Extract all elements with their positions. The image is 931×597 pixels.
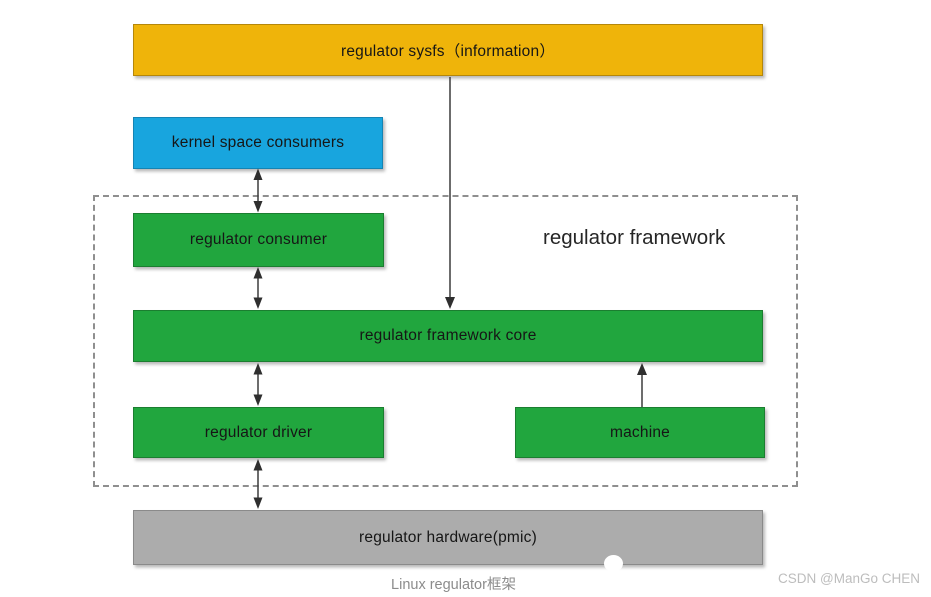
node-machine: machine bbox=[515, 407, 765, 458]
csdn-watermark: CSDN @ManGo CHEN bbox=[778, 571, 920, 586]
node-regulator-framework-core: regulator framework core bbox=[133, 310, 763, 362]
node-regulator-consumer: regulator consumer bbox=[133, 213, 384, 267]
node-regulator-sysfs: regulator sysfs（information） bbox=[133, 24, 763, 76]
node-regulator-hardware-pmic: regulator hardware(pmic) bbox=[133, 510, 763, 565]
regulator-framework-boundary bbox=[93, 195, 798, 487]
node-regulator-driver: regulator driver bbox=[133, 407, 384, 458]
diagram-caption: Linux regulator框架 bbox=[391, 577, 516, 593]
white-dot-artifact bbox=[604, 555, 623, 572]
node-kernel-space-consumers: kernel space consumers bbox=[133, 117, 383, 169]
regulator-framework-label: regulator framework bbox=[543, 226, 726, 249]
